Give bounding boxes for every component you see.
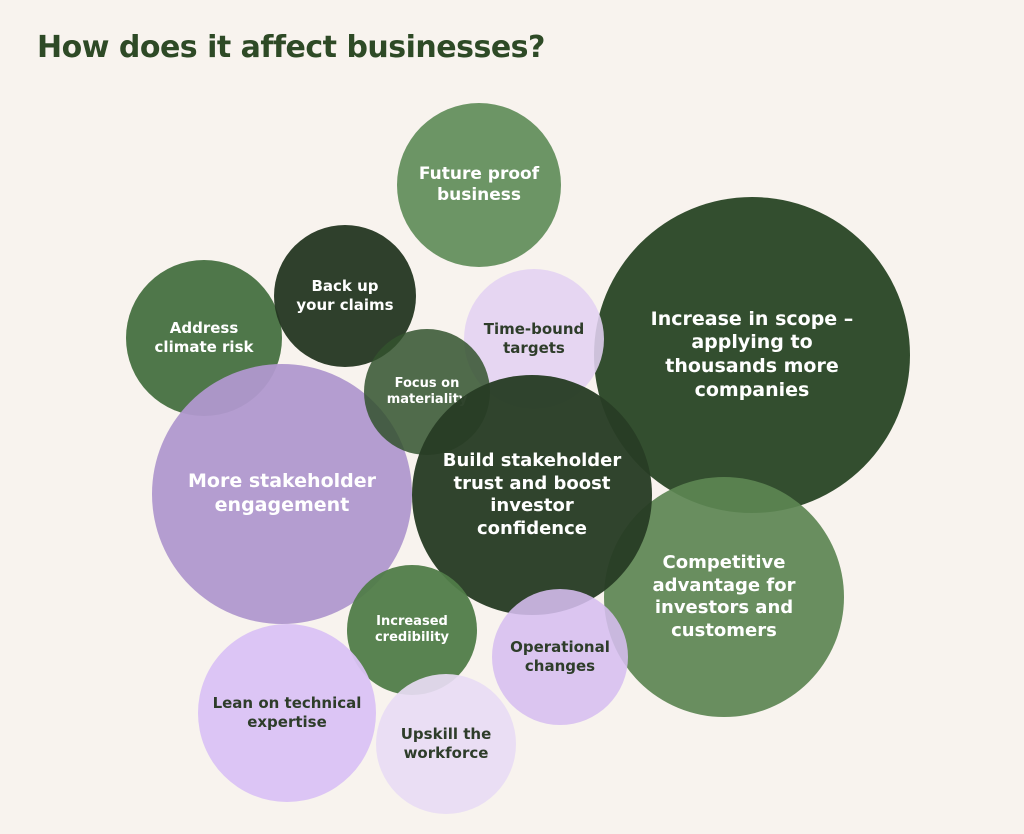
bubble-lean-on-technical-expertise: Lean on technical expertise (198, 624, 376, 802)
bubble-label: Build stakeholder trust and boost invest… (442, 450, 622, 539)
bubble-label: Increased credibility (374, 613, 450, 645)
bubble-label: Focus on materiality (386, 375, 468, 407)
bubble-label: Time-bound targets (483, 320, 585, 357)
bubble-future-proof-business: Future proof business (397, 103, 561, 267)
bubble-increased-credibility: Increased credibility (347, 565, 477, 695)
bubble-label: Address climate risk (154, 319, 254, 356)
bubble-label: Back up your claims (296, 277, 394, 314)
bubble-label: Operational changes (510, 638, 610, 675)
bubble-label: Competitive advantage for investors and … (652, 552, 796, 641)
bubble-operational-changes: Operational changes (492, 589, 628, 725)
bubble-build-stakeholder-trust: Build stakeholder trust and boost invest… (412, 375, 652, 615)
bubble-label: Lean on technical expertise (212, 694, 362, 731)
bubble-label: Future proof business (418, 163, 540, 205)
page-title: How does it affect businesses? (37, 30, 545, 65)
bubble-label: Upskill the workforce (400, 725, 492, 762)
bubble-upskill-the-workforce: Upskill the workforce (376, 674, 516, 814)
bubble-label: Increase in scope – applying to thousand… (650, 307, 854, 401)
bubble-label: More stakeholder engagement (187, 470, 376, 516)
